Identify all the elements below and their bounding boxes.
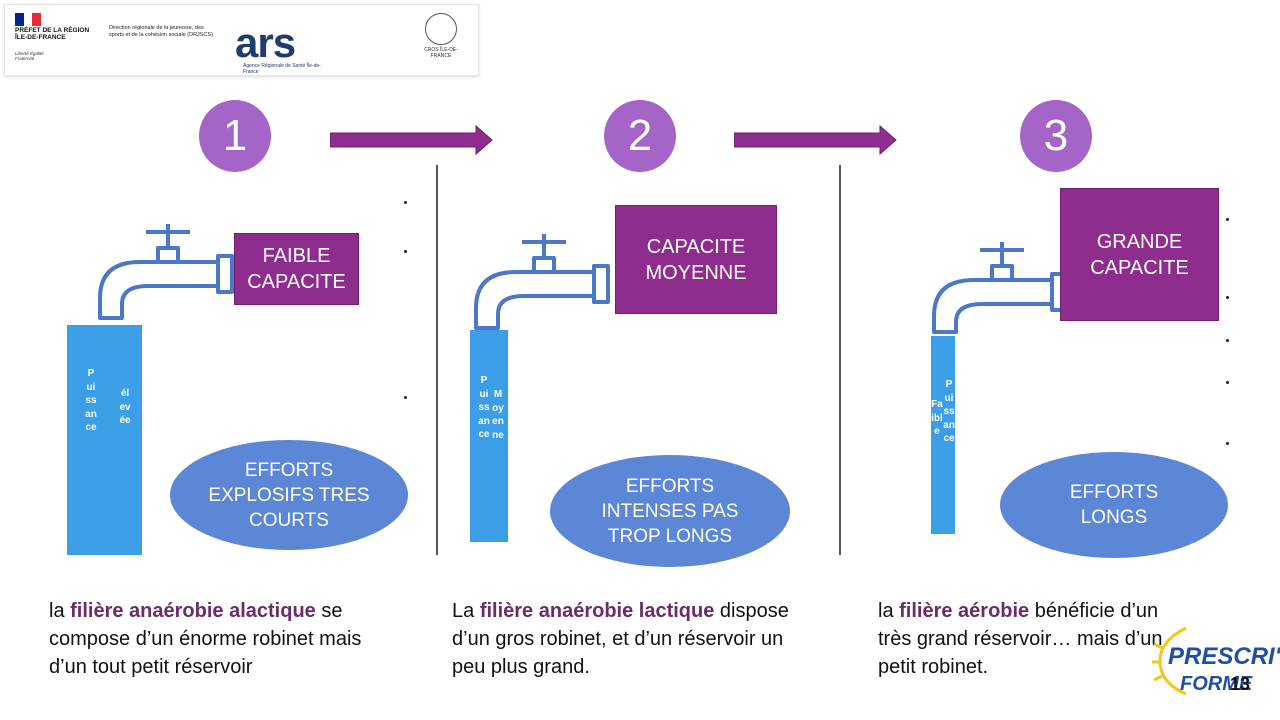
caption-3: la filière aérobie bénéficie d’un très g… [878,597,1178,681]
logo-banner: PRÉFET DE LA RÉGION ÎLE-DE-FRANCE Libert… [4,4,479,76]
cros-logo: CROS ÎLE-DE-FRANCE [422,13,460,59]
caption-text: la [49,600,71,622]
tap-icon [932,242,1068,334]
prescri-forme-logo: PRESCRI' [1168,643,1280,670]
ars-subtitle: Agence Régionale de Santé Île-de-France [243,63,321,75]
caption-text: La [452,600,480,622]
panel-divider [436,165,438,555]
stream-label: Moyenne [492,389,504,441]
step-number-1: 1 [199,100,271,172]
bullet-dot [404,201,407,204]
stream-label: Puissance [943,379,955,444]
bullet-dot [1226,218,1229,221]
caption-text: se compose d’un énorme robinet mais d’un… [49,600,362,678]
capacity-box: CAPACITE MOYENNE [615,205,777,314]
bullet-dot [404,396,407,399]
page-number: 13 [1230,674,1251,694]
capacity-box: GRANDE CAPACITE [1060,188,1219,321]
tap-icon [98,224,234,320]
caption-highlight: filière aérobie [899,600,1030,622]
sun-icon [1152,626,1187,696]
water-stream: Faible Puissance [931,336,955,534]
arrow-right-icon [330,124,493,156]
caption-highlight: filière anaérobie alactique [70,600,316,622]
bullet-dot [404,250,407,253]
step-number-2: 2 [604,100,676,172]
effort-ellipse: EFFORTS EXPLOSIFS TRES COURTS [170,440,408,550]
bullet-dot [1226,442,1229,445]
drjscs-label: Direction régionale de la jeunesse, des … [109,25,213,38]
bullet-dot [1226,339,1229,342]
cros-label: CROS ÎLE-DE-FRANCE [424,47,458,59]
caption-text: dispose d’un gros robinet, et d’un réser… [452,600,789,678]
caption-1: la filière anaérobie alactique se compos… [49,597,379,681]
water-stream: Puissance Moyenne [470,330,508,542]
bullet-dot [1226,381,1229,384]
stream-label: Puissance [478,375,490,440]
effort-ellipse: EFFORTS LONGS [1000,452,1228,558]
prefet-label: PRÉFET DE LA RÉGION ÎLE-DE-FRANCE [15,27,90,41]
caption-highlight: filière anaérobie lactique [479,600,715,622]
effort-label: EFFORTS LONGS [1069,482,1159,528]
devise-label: Liberté Égalité Fraternité [15,51,44,61]
stream-label: élevée [119,388,131,426]
ars-logo: ars [235,19,296,66]
french-flag-icon [15,13,42,26]
panel-divider [839,165,841,555]
bullet-dot [1226,296,1229,299]
olympic-rings-icon [425,13,457,45]
arrow-right-icon [734,124,897,156]
caption-text: la [878,600,900,622]
water-stream: Puissance élevée [67,325,142,555]
prescri-forme-logo-bottom: FORME [1180,673,1253,695]
stream-label: Puissance [85,368,97,433]
tap-icon [474,234,610,330]
step-number-3: 3 [1020,100,1092,172]
stream-label: Faible [931,399,943,437]
caption-2: La filière anaérobie lactique dispose d’… [452,597,812,681]
caption-text: bénéficie d’un très grand réservoir… mai… [878,600,1163,678]
capacity-box: FAIBLE CAPACITE [234,233,359,305]
effort-ellipse: EFFORTS INTENSES PAS TROP LONGS [550,455,790,567]
